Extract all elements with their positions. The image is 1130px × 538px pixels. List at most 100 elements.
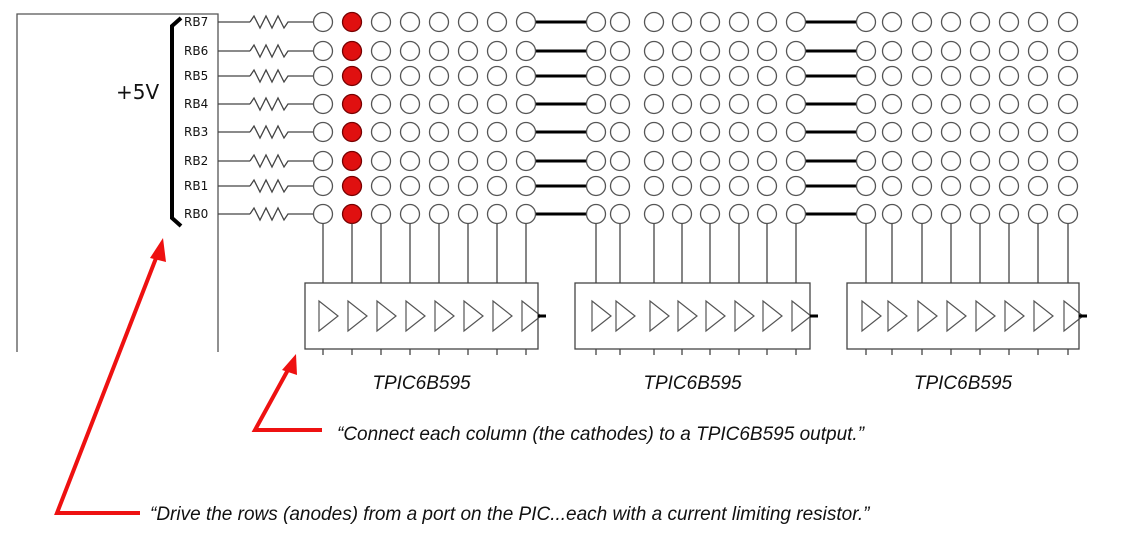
- led-off: [911, 11, 933, 33]
- led-off: [515, 65, 537, 87]
- led-off: [1057, 121, 1079, 143]
- led-off: [671, 150, 693, 172]
- led-off: [855, 175, 877, 197]
- led-off: [785, 40, 807, 62]
- led-off: [428, 175, 450, 197]
- led-off: [515, 40, 537, 62]
- led-off: [1027, 150, 1049, 172]
- led-off: [671, 203, 693, 225]
- row-pin-label: RB3: [184, 125, 208, 139]
- led-off: [881, 40, 903, 62]
- led-off: [998, 65, 1020, 87]
- led-on: [341, 93, 363, 115]
- led-off: [728, 121, 750, 143]
- led-off: [1027, 93, 1049, 115]
- tpic6b595-chip: TPIC6B595: [304, 223, 546, 394]
- led-off: [312, 40, 334, 62]
- led-off: [756, 150, 778, 172]
- tpic6b595-chip: TPIC6B595: [846, 223, 1087, 394]
- led-off: [855, 150, 877, 172]
- led-off: [486, 175, 508, 197]
- led-off: [585, 175, 607, 197]
- led-off: [940, 40, 962, 62]
- led-off: [515, 150, 537, 172]
- led-off: [756, 175, 778, 197]
- driver-triangle-icon: [791, 299, 812, 333]
- led-off: [428, 203, 450, 225]
- driver-triangle-icon: [591, 299, 612, 333]
- led-off: [585, 93, 607, 115]
- driver-triangle-icon: [463, 299, 484, 333]
- driver-triangle-icon: [318, 299, 339, 333]
- led-off: [728, 40, 750, 62]
- led-off: [457, 203, 479, 225]
- row-pin-label: RB1: [184, 179, 208, 193]
- resistor-icon: [249, 178, 314, 194]
- led-off: [609, 11, 631, 33]
- led-off: [699, 150, 721, 172]
- led-off: [969, 40, 991, 62]
- led-off: [1057, 40, 1079, 62]
- led-off: [1027, 40, 1049, 62]
- led-off: [428, 93, 450, 115]
- led-off: [728, 65, 750, 87]
- supply-label: +5V: [116, 80, 159, 104]
- led-off: [728, 203, 750, 225]
- driver-triangle-icon: [492, 299, 513, 333]
- led-off: [940, 175, 962, 197]
- led-off: [671, 93, 693, 115]
- led-off: [312, 150, 334, 172]
- led-off: [585, 11, 607, 33]
- led-off: [671, 121, 693, 143]
- led-on: [341, 150, 363, 172]
- led-on: [341, 121, 363, 143]
- led-off: [699, 11, 721, 33]
- led-off: [1057, 150, 1079, 172]
- led-off: [785, 65, 807, 87]
- led-off: [370, 65, 392, 87]
- led-off: [457, 40, 479, 62]
- matrix-row: RB5: [184, 65, 1079, 87]
- led-off: [585, 150, 607, 172]
- led-off: [370, 93, 392, 115]
- led-off: [728, 150, 750, 172]
- led-off: [1027, 175, 1049, 197]
- row-pin-label: RB5: [184, 69, 208, 83]
- resistor-icon: [249, 96, 314, 112]
- led-off: [399, 121, 421, 143]
- column-arrowhead-icon: [282, 354, 297, 375]
- led-off: [969, 65, 991, 87]
- led-off: [312, 11, 334, 33]
- driver-triangle-icon: [405, 299, 426, 333]
- led-off: [969, 121, 991, 143]
- row-pin-label: RB6: [184, 44, 208, 58]
- resistor-icon: [249, 153, 314, 169]
- matrix-row: RB3: [184, 121, 1079, 143]
- resistor-icon: [249, 124, 314, 140]
- matrix-row: RB7: [184, 11, 1079, 33]
- matrix-row: RB2: [184, 150, 1079, 172]
- led-off: [699, 40, 721, 62]
- led-off: [643, 11, 665, 33]
- led-off: [609, 121, 631, 143]
- led-off: [785, 150, 807, 172]
- led-off: [756, 93, 778, 115]
- led-off: [998, 150, 1020, 172]
- led-off: [609, 150, 631, 172]
- resistor-icon: [249, 43, 314, 59]
- led-off: [911, 121, 933, 143]
- led-off: [671, 11, 693, 33]
- led-off: [699, 65, 721, 87]
- led-off: [609, 175, 631, 197]
- led-off: [457, 150, 479, 172]
- led-off: [609, 203, 631, 225]
- led-off: [881, 175, 903, 197]
- led-off: [312, 175, 334, 197]
- led-off: [515, 11, 537, 33]
- led-off: [855, 11, 877, 33]
- led-off: [428, 65, 450, 87]
- led-off: [609, 40, 631, 62]
- led-off: [370, 40, 392, 62]
